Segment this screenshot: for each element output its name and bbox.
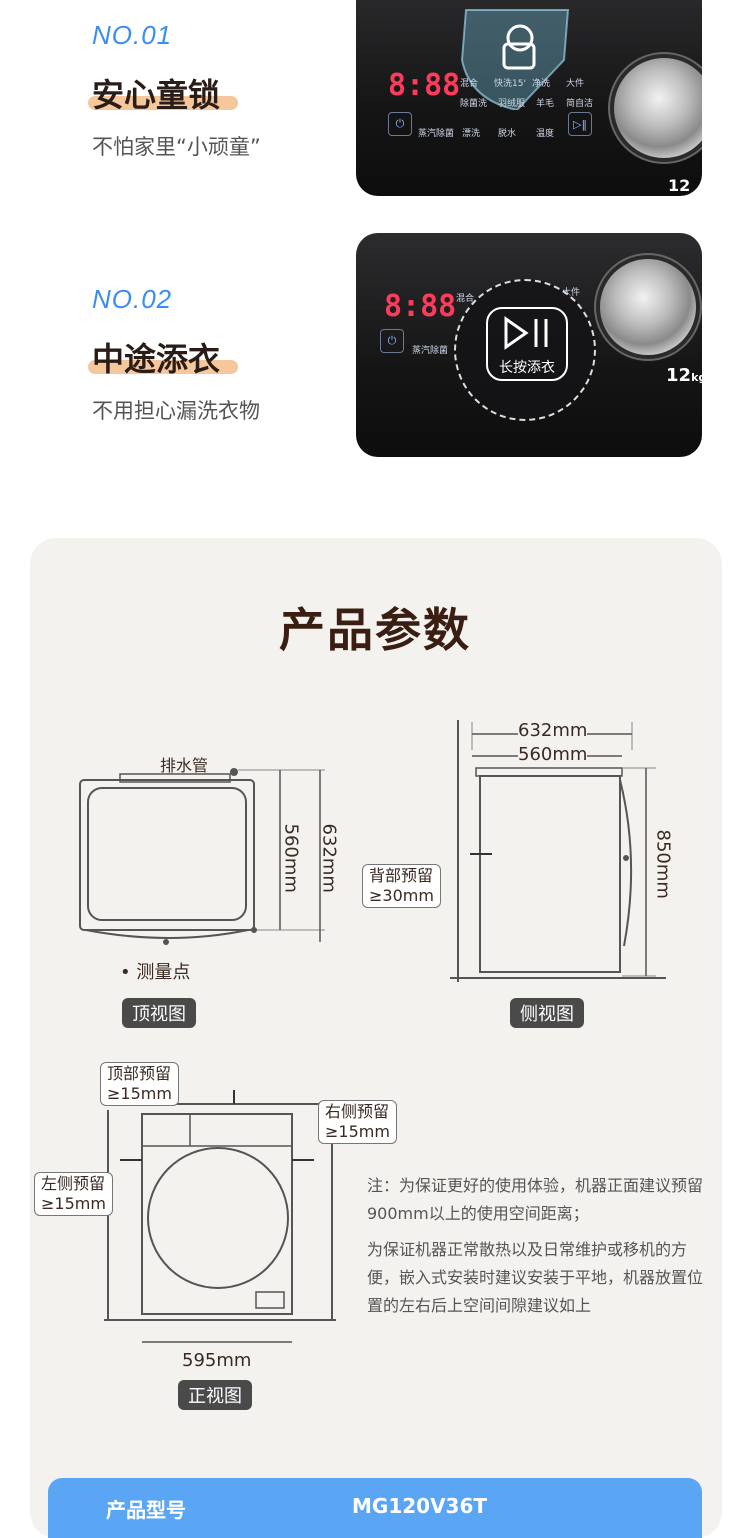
top-value-text: ≥15mm xyxy=(107,1084,172,1103)
specs-title: 产品参数 xyxy=(279,603,471,657)
power-button[interactable]: ⏻ xyxy=(380,329,404,353)
note-paragraph-1: 注：为保证更好的使用体验，机器正面建议预留900mm以上的使用空间距离； xyxy=(367,1176,704,1223)
button-label: 蒸汽除菌 xyxy=(412,346,449,356)
capacity-unit: kg xyxy=(691,371,702,384)
right-clearance-label: 右侧预留 ≥15mm xyxy=(318,1100,397,1144)
front-view-caption: 正视图 xyxy=(178,1380,252,1410)
measure-point-label: • 测量点 xyxy=(120,962,191,983)
mode-label: 快洗15' xyxy=(494,79,526,89)
mode-label: 简自洁 xyxy=(566,99,594,109)
left-clearance-label: 左侧预留 ≥15mm xyxy=(34,1172,113,1216)
right-value-text: ≥15mm xyxy=(325,1122,390,1141)
control-panel-image-1: 8:88 混合 快洗15' 净洗 大件 除菌洗 羽绒服 羊毛 简自洁 ⏻ 蒸汽除… xyxy=(356,0,702,196)
callout-label: 长按添衣 xyxy=(499,360,555,376)
front-view-drawing xyxy=(104,1090,336,1343)
mode-label: 混合 xyxy=(456,294,475,304)
back-clearance-label: 背部预留 ≥30mm xyxy=(362,864,441,908)
feature-title: 中途添衣 xyxy=(92,340,221,378)
top-clearance-label: 顶部预留 ≥15mm xyxy=(100,1062,179,1106)
button-label: 温度 xyxy=(536,129,555,139)
pause-play-button[interactable]: ▷‖ xyxy=(568,112,592,136)
lcd-display: 8:88 xyxy=(388,68,461,103)
control-panel-image-2: 8:88 混合 大件 ⏻ 蒸汽除菌 长按添衣 12kg xyxy=(356,233,702,457)
note-paragraph-2: 为保证机器正常散热以及日常维护或移机的方便，嵌入式安装时建议安装于平地，机器放置… xyxy=(367,1240,704,1315)
dim-560: 560mm xyxy=(280,823,302,893)
feature-subtitle: 不用担心漏洗衣物 xyxy=(92,399,260,423)
model-value: MG120V36T xyxy=(352,1494,488,1518)
side-view-caption: 侧视图 xyxy=(510,998,584,1028)
button-label: 脱水 xyxy=(498,129,517,139)
dim-560-side: 560mm xyxy=(518,744,588,765)
dial-knob[interactable] xyxy=(614,58,702,158)
mode-label: 羊毛 xyxy=(536,99,555,109)
dim-632: 632mm xyxy=(318,823,340,893)
top-view-drawing xyxy=(79,768,325,945)
dim-595: 595mm xyxy=(182,1350,252,1371)
dim-850: 850mm xyxy=(652,829,674,899)
mode-label: 大件 xyxy=(562,288,581,298)
lcd-display: 8:88 xyxy=(384,289,457,324)
drain-label: 排水管 xyxy=(160,756,209,775)
capacity-label: 12 xyxy=(668,176,691,195)
left-value-text: ≥15mm xyxy=(41,1194,106,1213)
mode-label: 大件 xyxy=(566,79,585,89)
title-highlight xyxy=(88,96,238,110)
mode-label: 羽绒服 xyxy=(498,99,526,109)
feature-subtitle: 不怕家里“小顽童” xyxy=(92,135,261,159)
mode-label: 混合 xyxy=(460,79,479,89)
top-label-text: 顶部预留 xyxy=(107,1064,172,1083)
dim-632-side: 632mm xyxy=(518,720,588,741)
model-label: 产品型号 xyxy=(106,1498,186,1522)
back-value-text: ≥30mm xyxy=(369,886,434,905)
side-view-drawing xyxy=(450,720,666,982)
button-label: 蒸汽除菌 xyxy=(418,129,455,139)
mode-label: 净洗 xyxy=(532,79,551,89)
feature-title: 安心童锁 xyxy=(92,76,221,114)
add-clothes-button[interactable]: 长按添衣 xyxy=(486,307,568,381)
dial-knob[interactable] xyxy=(600,259,696,355)
power-button[interactable]: ⏻ xyxy=(388,112,412,136)
child-lock-icon xyxy=(460,9,570,110)
title-highlight xyxy=(88,360,238,374)
callout-circle: 长按添衣 xyxy=(454,279,596,421)
capacity-label: 12kg xyxy=(666,365,702,386)
play-pause-icon xyxy=(504,316,548,350)
back-label-text: 背部预留 xyxy=(369,866,434,885)
specs-card xyxy=(30,538,722,1538)
capacity-value: 12 xyxy=(666,365,692,386)
left-label-text: 左侧预留 xyxy=(41,1174,106,1193)
button-label: 漂洗 xyxy=(462,129,481,139)
feature-number: NO.01 xyxy=(92,20,173,50)
feature-number: NO.02 xyxy=(92,284,173,314)
top-view-caption: 顶视图 xyxy=(122,998,196,1028)
mode-label: 除菌洗 xyxy=(460,99,488,109)
right-label-text: 右侧预留 xyxy=(325,1102,390,1121)
